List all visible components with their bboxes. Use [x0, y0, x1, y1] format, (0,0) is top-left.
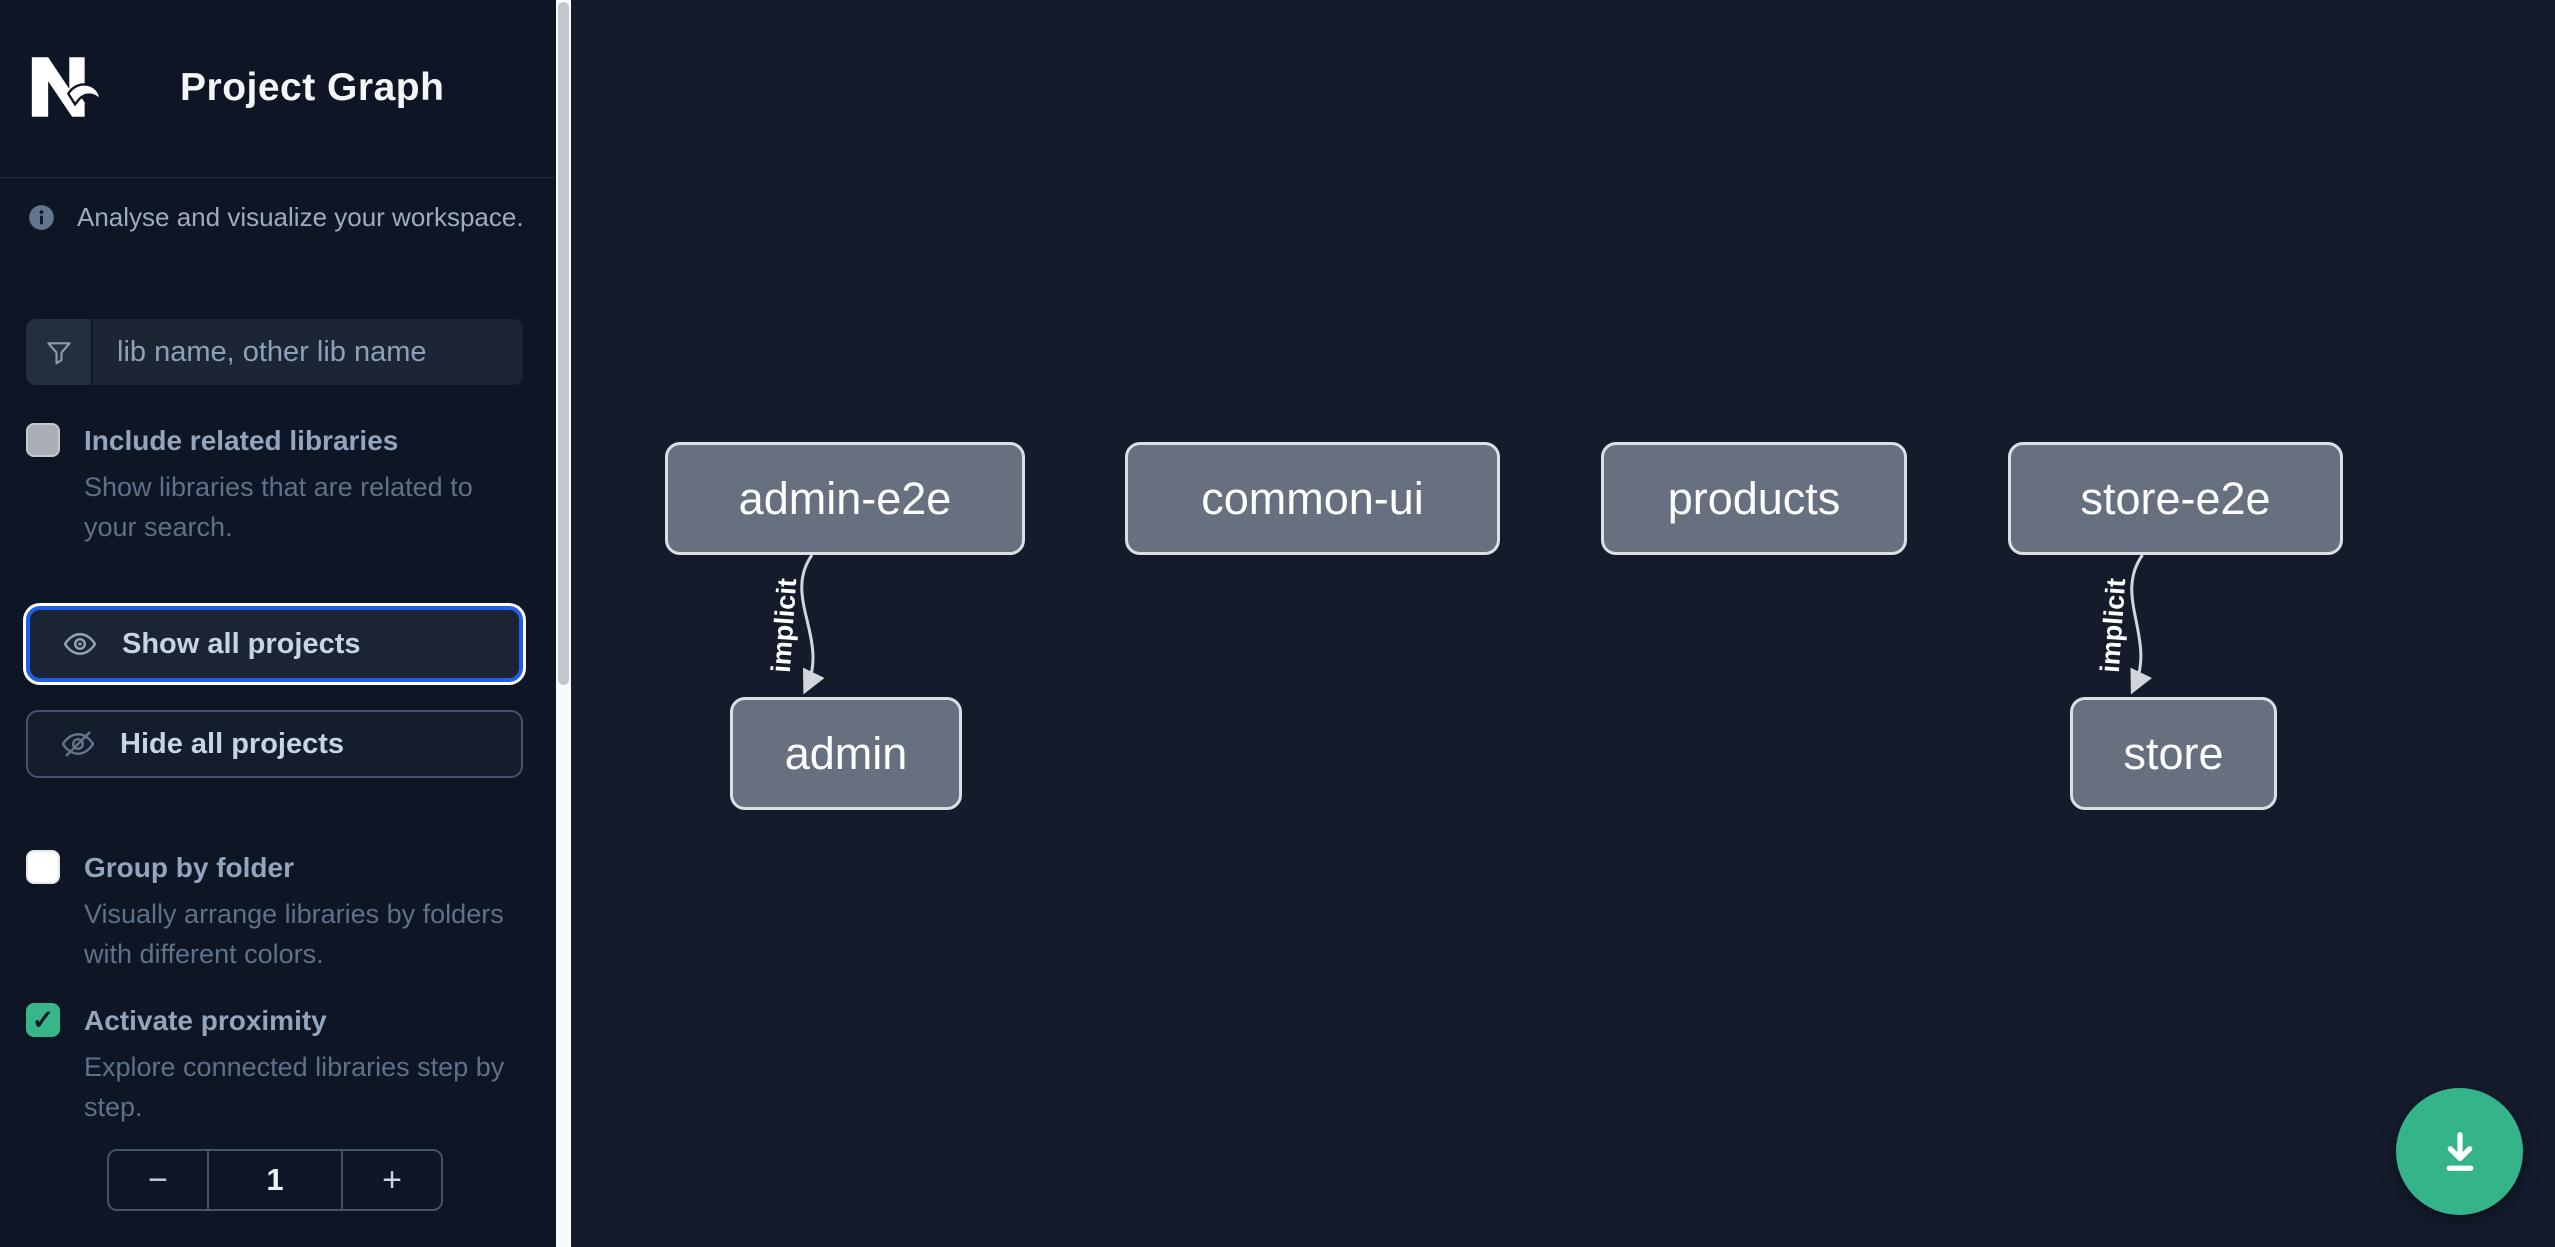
- svg-text:implicit: implicit: [766, 577, 803, 673]
- include-related-description: Show libraries that are related to your …: [84, 472, 473, 542]
- activate-proximity-option: Activate proximity Explore connected lib…: [26, 1001, 531, 1127]
- graph-node-admin[interactable]: admin: [730, 697, 962, 810]
- eye-icon: [63, 633, 97, 655]
- show-all-projects-label: Show all projects: [122, 627, 361, 660]
- decrement-button[interactable]: −: [109, 1151, 207, 1209]
- increment-button[interactable]: +: [343, 1151, 441, 1209]
- group-by-folder-description: Visually arrange libraries by folders wi…: [84, 899, 504, 969]
- sidebar: Project Graph Analyse and visualize your…: [0, 0, 556, 1247]
- include-related-option: Include related libraries Show libraries…: [26, 421, 531, 547]
- graph-canvas[interactable]: implicit implicit admin-e2e common-ui produ…: [571, 0, 2555, 1247]
- show-all-projects-button[interactable]: Show all projects: [26, 606, 523, 682]
- include-related-checkbox[interactable]: [26, 423, 60, 457]
- include-related-label: Include related libraries: [84, 425, 399, 456]
- sidebar-header: Project Graph: [0, 0, 556, 178]
- group-by-folder-checkbox[interactable]: [26, 850, 60, 884]
- graph-node-admin-e2e[interactable]: admin-e2e: [665, 442, 1025, 555]
- graph-edges: implicit implicit: [762, 554, 2153, 695]
- proximity-depth-stepper: − 1 +: [107, 1149, 443, 1211]
- graph-node-store[interactable]: store: [2070, 697, 2277, 810]
- nx-logo: [31, 57, 102, 117]
- theme-toggle-button[interactable]: [466, 70, 502, 106]
- intro-text: Analyse and visualize your workspace.: [77, 202, 524, 232]
- search-box: [26, 319, 523, 385]
- activate-proximity-label: Activate proximity: [84, 1005, 327, 1036]
- activate-proximity-checkbox[interactable]: [26, 1003, 60, 1037]
- page-title: Project Graph: [180, 66, 445, 109]
- sidebar-scrollbar-track[interactable]: [556, 0, 571, 1247]
- filter-funnel-icon: [26, 319, 93, 385]
- eye-slash-icon: [61, 731, 95, 757]
- download-icon: [2446, 1131, 2473, 1171]
- download-graph-button[interactable]: [2396, 1088, 2523, 1215]
- hide-all-projects-label: Hide all projects: [120, 727, 345, 760]
- intro-row: Analyse and visualize your workspace.: [28, 202, 528, 233]
- graph-node-common-ui[interactable]: common-ui: [1125, 442, 1500, 555]
- hide-all-projects-button[interactable]: Hide all projects: [26, 710, 523, 778]
- graph-node-store-e2e[interactable]: store-e2e: [2008, 442, 2343, 555]
- activate-proximity-description: Explore connected libraries step by step…: [84, 1052, 505, 1122]
- info-icon: [29, 205, 54, 230]
- group-by-folder-label: Group by folder: [84, 852, 294, 883]
- search-input[interactable]: [93, 319, 523, 385]
- sidebar-scrollbar-thumb[interactable]: [558, 2, 569, 685]
- stepper-value: 1: [207, 1151, 343, 1209]
- group-by-folder-option: Group by folder Visually arrange librari…: [26, 848, 531, 974]
- graph-node-products[interactable]: products: [1601, 442, 1907, 555]
- svg-text:implicit: implicit: [2095, 577, 2132, 673]
